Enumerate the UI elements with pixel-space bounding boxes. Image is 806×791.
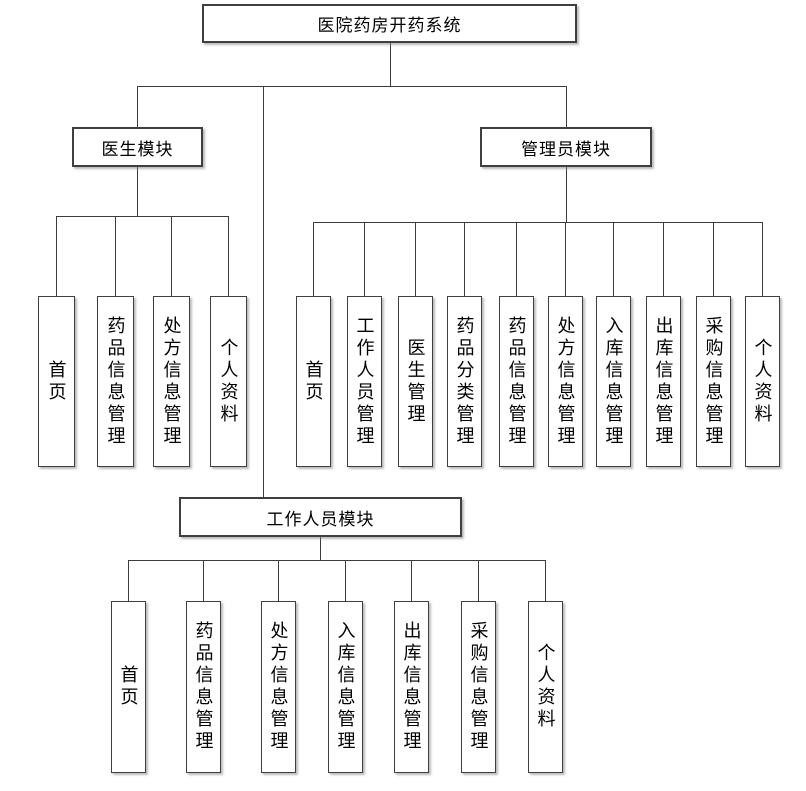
leaf-label: 个人资料 (218, 337, 239, 426)
leaf-staff-drug-info-mgmt: 药品信息管理 (186, 601, 221, 773)
leaf-label: 处方信息管理 (268, 621, 289, 753)
root-node-label: 医院药房开药系统 (317, 16, 462, 35)
connector-admin-child-drop (713, 222, 714, 296)
leaf-label: 药品分类管理 (454, 315, 475, 448)
connector-admin-child-drop (516, 222, 517, 296)
leaf-admin-drug-category-mgmt: 药品分类管理 (447, 296, 482, 467)
connector-staff-long-drop (263, 86, 264, 497)
leaf-staff-home: 首页 (111, 601, 146, 773)
connector-staff-child-drop (128, 560, 129, 601)
leaf-label: 药品信息管理 (193, 621, 214, 753)
leaf-label: 入库信息管理 (603, 315, 624, 448)
staff-module-label: 工作人员模块 (266, 509, 375, 529)
connector-staff-child-drop (478, 560, 479, 601)
leaf-label: 药品信息管理 (506, 315, 527, 448)
connector-staff-child-drop (411, 560, 412, 601)
leaf-admin-doctor-mgmt: 医生管理 (398, 296, 433, 467)
connector-admin-child-drop (464, 222, 465, 296)
leaf-label: 采购信息管理 (468, 621, 489, 753)
connector-admin-child-drop (663, 222, 664, 296)
leaf-staff-outbound-info-mgmt: 出库信息管理 (394, 601, 429, 773)
leaf-label: 个人资料 (535, 643, 556, 731)
leaf-label: 出库信息管理 (401, 621, 422, 753)
connector-admin-drop (566, 86, 567, 127)
leaf-label: 首页 (46, 359, 67, 404)
connector-doctor-down (137, 167, 138, 216)
connector-doctor-child-drop (228, 216, 229, 296)
leaf-admin-drug-info-mgmt: 药品信息管理 (499, 296, 534, 467)
connector-root-down (390, 43, 391, 86)
leaf-staff-inbound-info-mgmt: 入库信息管理 (328, 601, 363, 773)
connector-admin-child-drop (415, 222, 416, 296)
leaf-admin-home: 首页 (296, 296, 331, 467)
leaf-staff-profile: 个人资料 (528, 601, 563, 773)
leaf-label: 医生管理 (405, 337, 426, 426)
connector-admin-child-drop (313, 222, 314, 296)
connector-staff-child-drop (203, 560, 204, 601)
connector-admin-child-drop (762, 222, 763, 296)
connector-staff-child-drop (545, 560, 546, 601)
connector-admin-child-drop (364, 222, 365, 296)
leaf-label: 首页 (303, 359, 324, 404)
leaf-label: 处方信息管理 (555, 315, 576, 448)
leaf-doctor-home: 首页 (38, 296, 75, 467)
connector-staff-bus (128, 560, 546, 561)
leaf-label: 首页 (118, 665, 139, 709)
leaf-staff-purchase-info-mgmt: 采购信息管理 (461, 601, 496, 773)
leaf-admin-profile: 个人资料 (745, 296, 780, 467)
doctor-module-label: 医生模块 (101, 139, 174, 159)
connector-staff-child-drop (345, 560, 346, 601)
connector-staff-child-drop (278, 560, 279, 601)
leaf-admin-purchase-info-mgmt: 采购信息管理 (696, 296, 731, 467)
connector-level1-bus (137, 86, 567, 87)
connector-admin-child-drop (613, 222, 614, 296)
leaf-admin-outbound-info-mgmt: 出库信息管理 (646, 296, 681, 467)
leaf-label: 个人资料 (752, 337, 773, 426)
leaf-label: 采购信息管理 (703, 315, 724, 448)
connector-doctor-bus (56, 216, 229, 217)
connector-admin-bus (313, 222, 763, 223)
node-staff-module: 工作人员模块 (179, 497, 462, 537)
admin-module-label: 管理员模块 (521, 139, 611, 159)
node-admin-module: 管理员模块 (480, 127, 652, 167)
connector-doctor-drop (137, 86, 138, 127)
connector-admin-child-drop (565, 222, 566, 296)
node-doctor-module: 医生模块 (72, 127, 203, 167)
leaf-label: 出库信息管理 (653, 315, 674, 448)
connector-doctor-child-drop (115, 216, 116, 296)
leaf-label: 处方信息管理 (161, 315, 182, 448)
connector-staff-down (320, 537, 321, 560)
leaf-admin-inbound-info-mgmt: 入库信息管理 (596, 296, 631, 467)
leaf-label: 工作人员管理 (354, 315, 375, 448)
leaf-doctor-profile: 个人资料 (210, 296, 247, 467)
leaf-label: 入库信息管理 (335, 621, 356, 753)
leaf-staff-prescription-info-mgmt: 处方信息管理 (261, 601, 296, 773)
leaf-doctor-drug-info-mgmt: 药品信息管理 (97, 296, 134, 467)
leaf-admin-staff-mgmt: 工作人员管理 (347, 296, 382, 467)
connector-doctor-child-drop (171, 216, 172, 296)
leaf-admin-prescription-info-mgmt: 处方信息管理 (548, 296, 583, 467)
leaf-doctor-prescription-info-mgmt: 处方信息管理 (153, 296, 190, 467)
connector-admin-down (566, 167, 567, 222)
connector-doctor-child-drop (56, 216, 57, 296)
leaf-label: 药品信息管理 (105, 315, 126, 448)
root-node-system: 医院药房开药系统 (202, 4, 577, 43)
